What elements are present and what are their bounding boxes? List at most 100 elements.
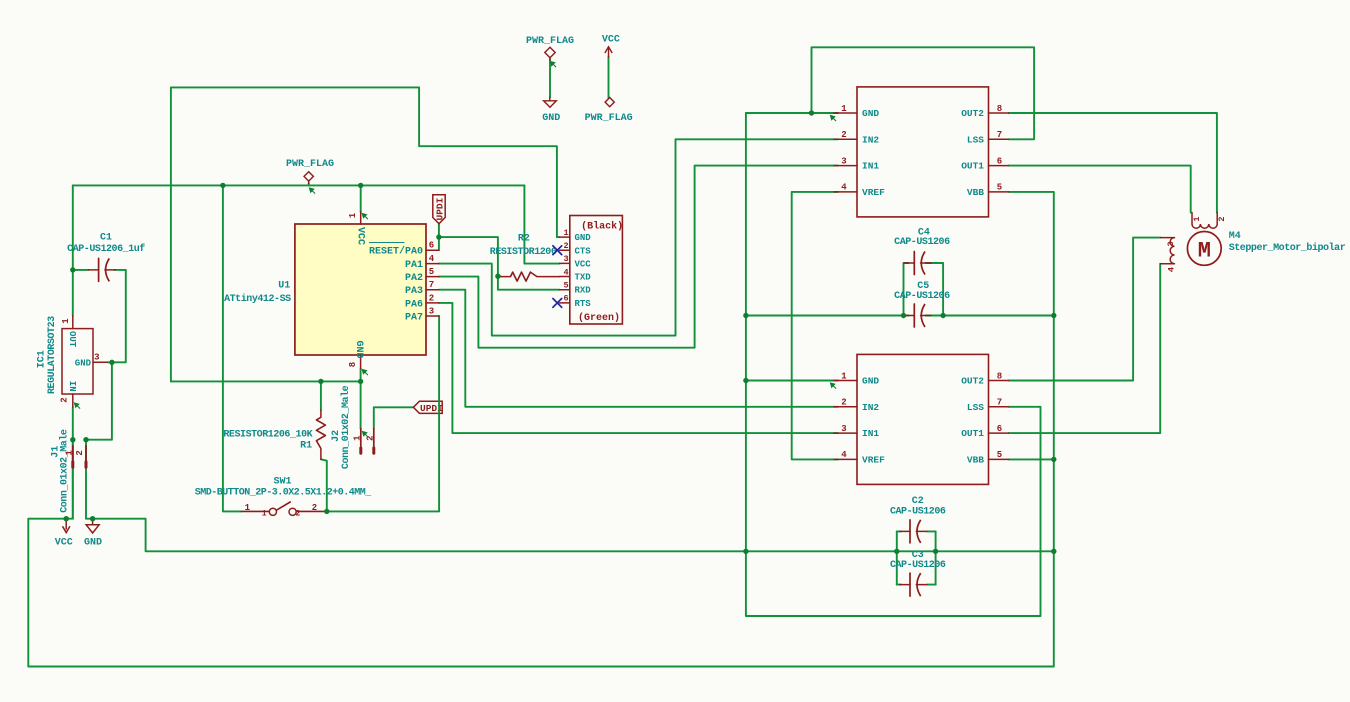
svg-text:4: 4 — [841, 450, 847, 460]
svg-text:GND: GND — [575, 233, 592, 243]
svg-text:3: 3 — [841, 424, 846, 434]
svg-text:VREF: VREF — [862, 187, 885, 198]
svg-text:VREF: VREF — [862, 454, 885, 465]
svg-text:UPDI: UPDI — [435, 198, 446, 221]
svg-text:GND: GND — [353, 341, 364, 359]
svg-text:5: 5 — [429, 267, 434, 277]
svg-text:VCC: VCC — [575, 259, 592, 269]
svg-text:6: 6 — [997, 156, 1002, 166]
svg-text:6: 6 — [429, 241, 434, 251]
svg-text:1: 1 — [841, 104, 847, 114]
svg-text:CAP-US1206_1uf: CAP-US1206_1uf — [67, 243, 145, 255]
svg-text:2: 2 — [563, 241, 568, 251]
svg-text:1: 1 — [348, 212, 358, 218]
svg-text:CAP-US1206: CAP-US1206 — [890, 507, 946, 518]
svg-text:LSS: LSS — [967, 134, 984, 145]
svg-text:4: 4 — [563, 267, 568, 277]
svg-text:PA7: PA7 — [405, 312, 423, 323]
svg-text:IN1: IN1 — [862, 428, 879, 439]
svg-text:OUT2: OUT2 — [961, 376, 984, 387]
svg-text:8: 8 — [348, 362, 358, 367]
svg-text:IN2: IN2 — [862, 134, 879, 145]
svg-text:3: 3 — [841, 156, 846, 166]
svg-text:RESISTOR1206_10K: RESISTOR1206_10K — [223, 429, 312, 440]
svg-text:PA1: PA1 — [405, 260, 423, 271]
svg-text:GND: GND — [75, 358, 92, 368]
svg-text:C2: C2 — [912, 496, 924, 507]
svg-text:2: 2 — [841, 130, 846, 140]
svg-text:GND: GND — [862, 376, 879, 387]
svg-text:3: 3 — [94, 353, 99, 363]
svg-text:SMD-BUTTON_2P-3.0X2.5X1.2+0.4M: SMD-BUTTON_2P-3.0X2.5X1.2+0.4MM_ — [195, 488, 373, 499]
svg-text:1: 1 — [352, 435, 362, 441]
svg-text:5: 5 — [997, 450, 1002, 460]
svg-text:7: 7 — [429, 280, 434, 290]
svg-text:OUT: OUT — [67, 331, 77, 348]
svg-text:REGULATORSOT23: REGULATORSOT23 — [47, 316, 58, 394]
svg-text:4: 4 — [429, 254, 435, 264]
svg-text:GND: GND — [84, 538, 102, 549]
svg-text:CTS: CTS — [575, 246, 592, 256]
svg-text:2: 2 — [75, 450, 85, 455]
svg-text:1: 1 — [563, 228, 568, 238]
svg-text:(Green): (Green) — [578, 312, 620, 324]
svg-text:IN1: IN1 — [862, 161, 879, 172]
svg-text:5: 5 — [997, 183, 1002, 193]
svg-text:RESISTOR1206: RESISTOR1206 — [490, 247, 557, 258]
svg-text:Stepper_Motor_bipolar: Stepper_Motor_bipolar — [1229, 242, 1346, 254]
svg-text:PWR_FLAG: PWR_FLAG — [585, 113, 633, 124]
svg-text:RTS: RTS — [575, 299, 592, 309]
svg-text:IN2: IN2 — [862, 402, 879, 413]
svg-text:SW1: SW1 — [273, 477, 291, 488]
svg-text:OUT1: OUT1 — [961, 161, 984, 172]
svg-text:VCC: VCC — [55, 538, 73, 549]
svg-text:1: 1 — [1192, 216, 1202, 221]
svg-text:8: 8 — [997, 371, 1002, 381]
svg-text:CAP-US1206: CAP-US1206 — [894, 237, 950, 248]
svg-text:RXD: RXD — [575, 286, 592, 296]
svg-text:2: 2 — [429, 293, 434, 303]
svg-text:1: 1 — [245, 503, 251, 513]
svg-text:7: 7 — [997, 130, 1002, 140]
svg-text:ATtiny412-SS: ATtiny412-SS — [224, 293, 291, 305]
svg-text:TXD: TXD — [575, 273, 592, 283]
svg-text:CAP-US1206: CAP-US1206 — [890, 560, 946, 571]
svg-text:2: 2 — [295, 509, 300, 518]
svg-text:VBB: VBB — [967, 187, 984, 198]
svg-text:OUT1: OUT1 — [961, 428, 984, 439]
svg-text:1: 1 — [262, 509, 267, 518]
svg-text:2: 2 — [60, 397, 70, 402]
svg-text:2: 2 — [312, 503, 317, 513]
svg-text:M4: M4 — [1229, 231, 1241, 242]
svg-text:1: 1 — [61, 318, 71, 324]
svg-text:RESET/PA0: RESET/PA0 — [369, 246, 423, 258]
svg-text:7: 7 — [997, 398, 1002, 408]
svg-text:3: 3 — [429, 307, 434, 317]
svg-text:8: 8 — [997, 104, 1002, 114]
svg-text:3: 3 — [1166, 241, 1176, 246]
svg-text:C1: C1 — [100, 233, 112, 244]
svg-text:2: 2 — [841, 398, 846, 408]
svg-text:6: 6 — [997, 424, 1002, 434]
svg-text:CAP-US1206: CAP-US1206 — [894, 291, 950, 302]
svg-text:R1: R1 — [300, 441, 312, 452]
svg-text:3: 3 — [563, 254, 568, 264]
svg-text:PWR_FLAG: PWR_FLAG — [526, 36, 574, 47]
svg-text:2: 2 — [1217, 216, 1227, 221]
svg-text:GND: GND — [862, 108, 879, 119]
svg-text:VCC: VCC — [355, 227, 366, 245]
svg-text:Conn_01x02_Male: Conn_01x02_Male — [59, 429, 71, 513]
svg-text:PA2: PA2 — [405, 273, 423, 284]
svg-text:(Black): (Black) — [581, 221, 623, 233]
svg-text:PA3: PA3 — [405, 286, 423, 297]
svg-text:GND: GND — [542, 113, 560, 124]
svg-text:PWR_FLAG: PWR_FLAG — [286, 159, 334, 170]
svg-text:6: 6 — [563, 294, 568, 304]
svg-text:M: M — [1198, 239, 1211, 264]
svg-text:VCC: VCC — [602, 35, 620, 46]
svg-text:IC1: IC1 — [37, 350, 48, 368]
svg-text:VBB: VBB — [967, 454, 984, 465]
svg-text:R2: R2 — [518, 234, 530, 245]
svg-text:Conn_01x02_Male: Conn_01x02_Male — [340, 385, 352, 469]
svg-text:4: 4 — [1167, 267, 1177, 272]
